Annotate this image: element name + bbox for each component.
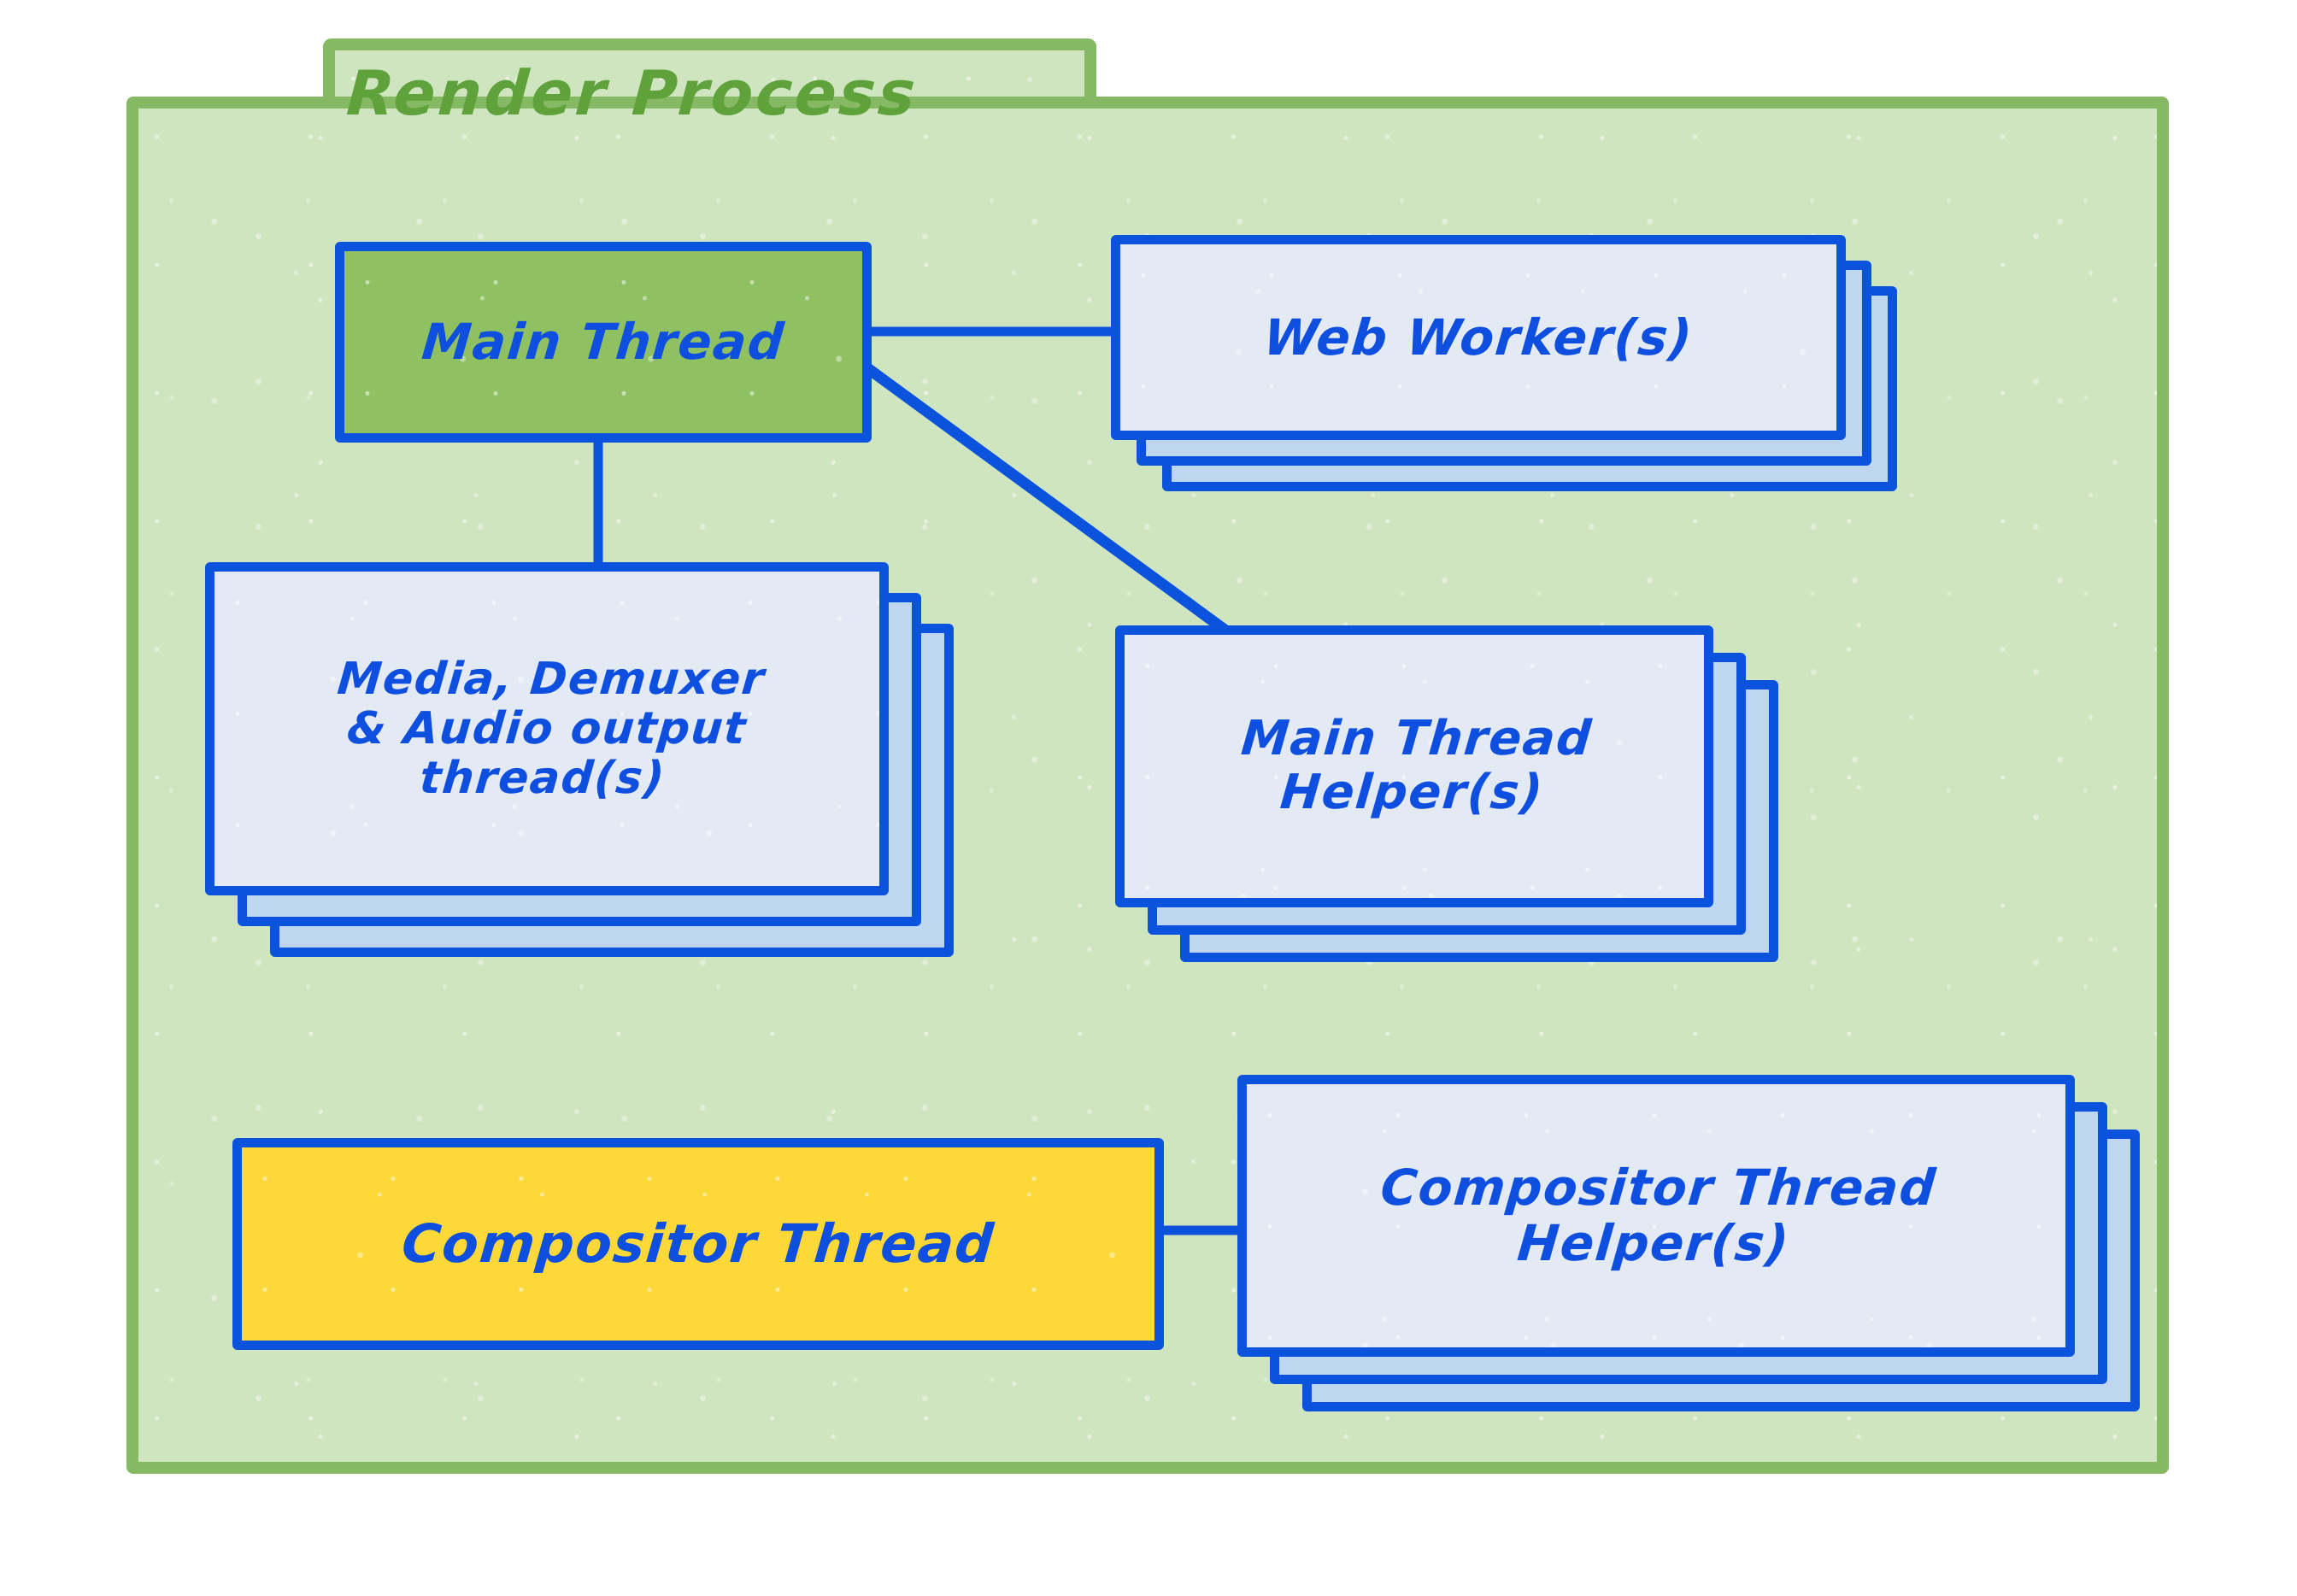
node-compositor-thread-helper[interactable]: Compositor Thread Helper(s) [1237,1075,2143,1417]
node-compositor-thread[interactable]: Compositor Thread [232,1138,1164,1350]
node-main-thread-helper-card-front [1115,625,1713,907]
node-media-thread[interactable]: Media, Demuxer & Audio output thread(s) [205,562,957,957]
node-media-thread-label: Media, Demuxer & Audio output thread(s) [335,653,767,805]
node-compositor-thread-helper-card-front [1237,1075,2075,1357]
node-media-thread-card-front [205,562,889,895]
node-main-thread-helper-label: Main Thread Helper(s) [1238,711,1595,820]
node-main-thread-helper[interactable]: Main Thread Helper(s) [1115,625,1790,967]
node-compositor-thread-card [232,1138,1164,1350]
node-main-thread-card [335,242,872,443]
node-compositor-thread-label: Compositor Thread [399,1212,997,1276]
node-compositor-thread-helper-label: Compositor Thread Helper(s) [1378,1159,1939,1272]
node-web-worker-label: Web Worker(s) [1261,308,1696,367]
node-main-thread-label: Main Thread [419,313,788,372]
node-main-thread[interactable]: Main Thread [335,242,872,443]
page-title: Render Process [344,57,920,129]
node-web-worker[interactable]: Web Worker(s) [1111,235,1897,491]
